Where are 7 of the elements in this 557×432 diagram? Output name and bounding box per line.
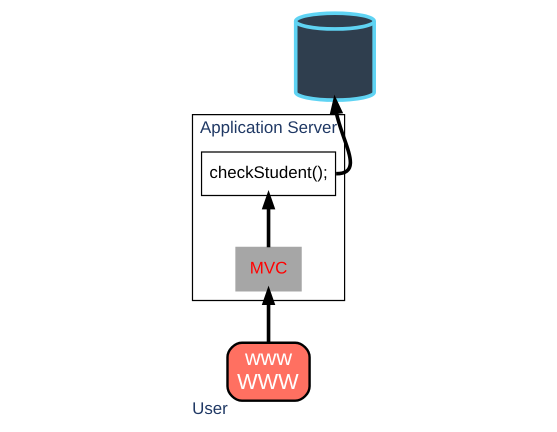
node-label: User bbox=[192, 399, 228, 418]
arrow bbox=[262, 286, 276, 343]
node-box: checkStudent(); bbox=[200, 151, 336, 196]
arrow bbox=[262, 190, 276, 248]
node-box: www WWW bbox=[226, 342, 311, 402]
node-box: MVC bbox=[235, 246, 302, 292]
arrow bbox=[330, 94, 352, 176]
